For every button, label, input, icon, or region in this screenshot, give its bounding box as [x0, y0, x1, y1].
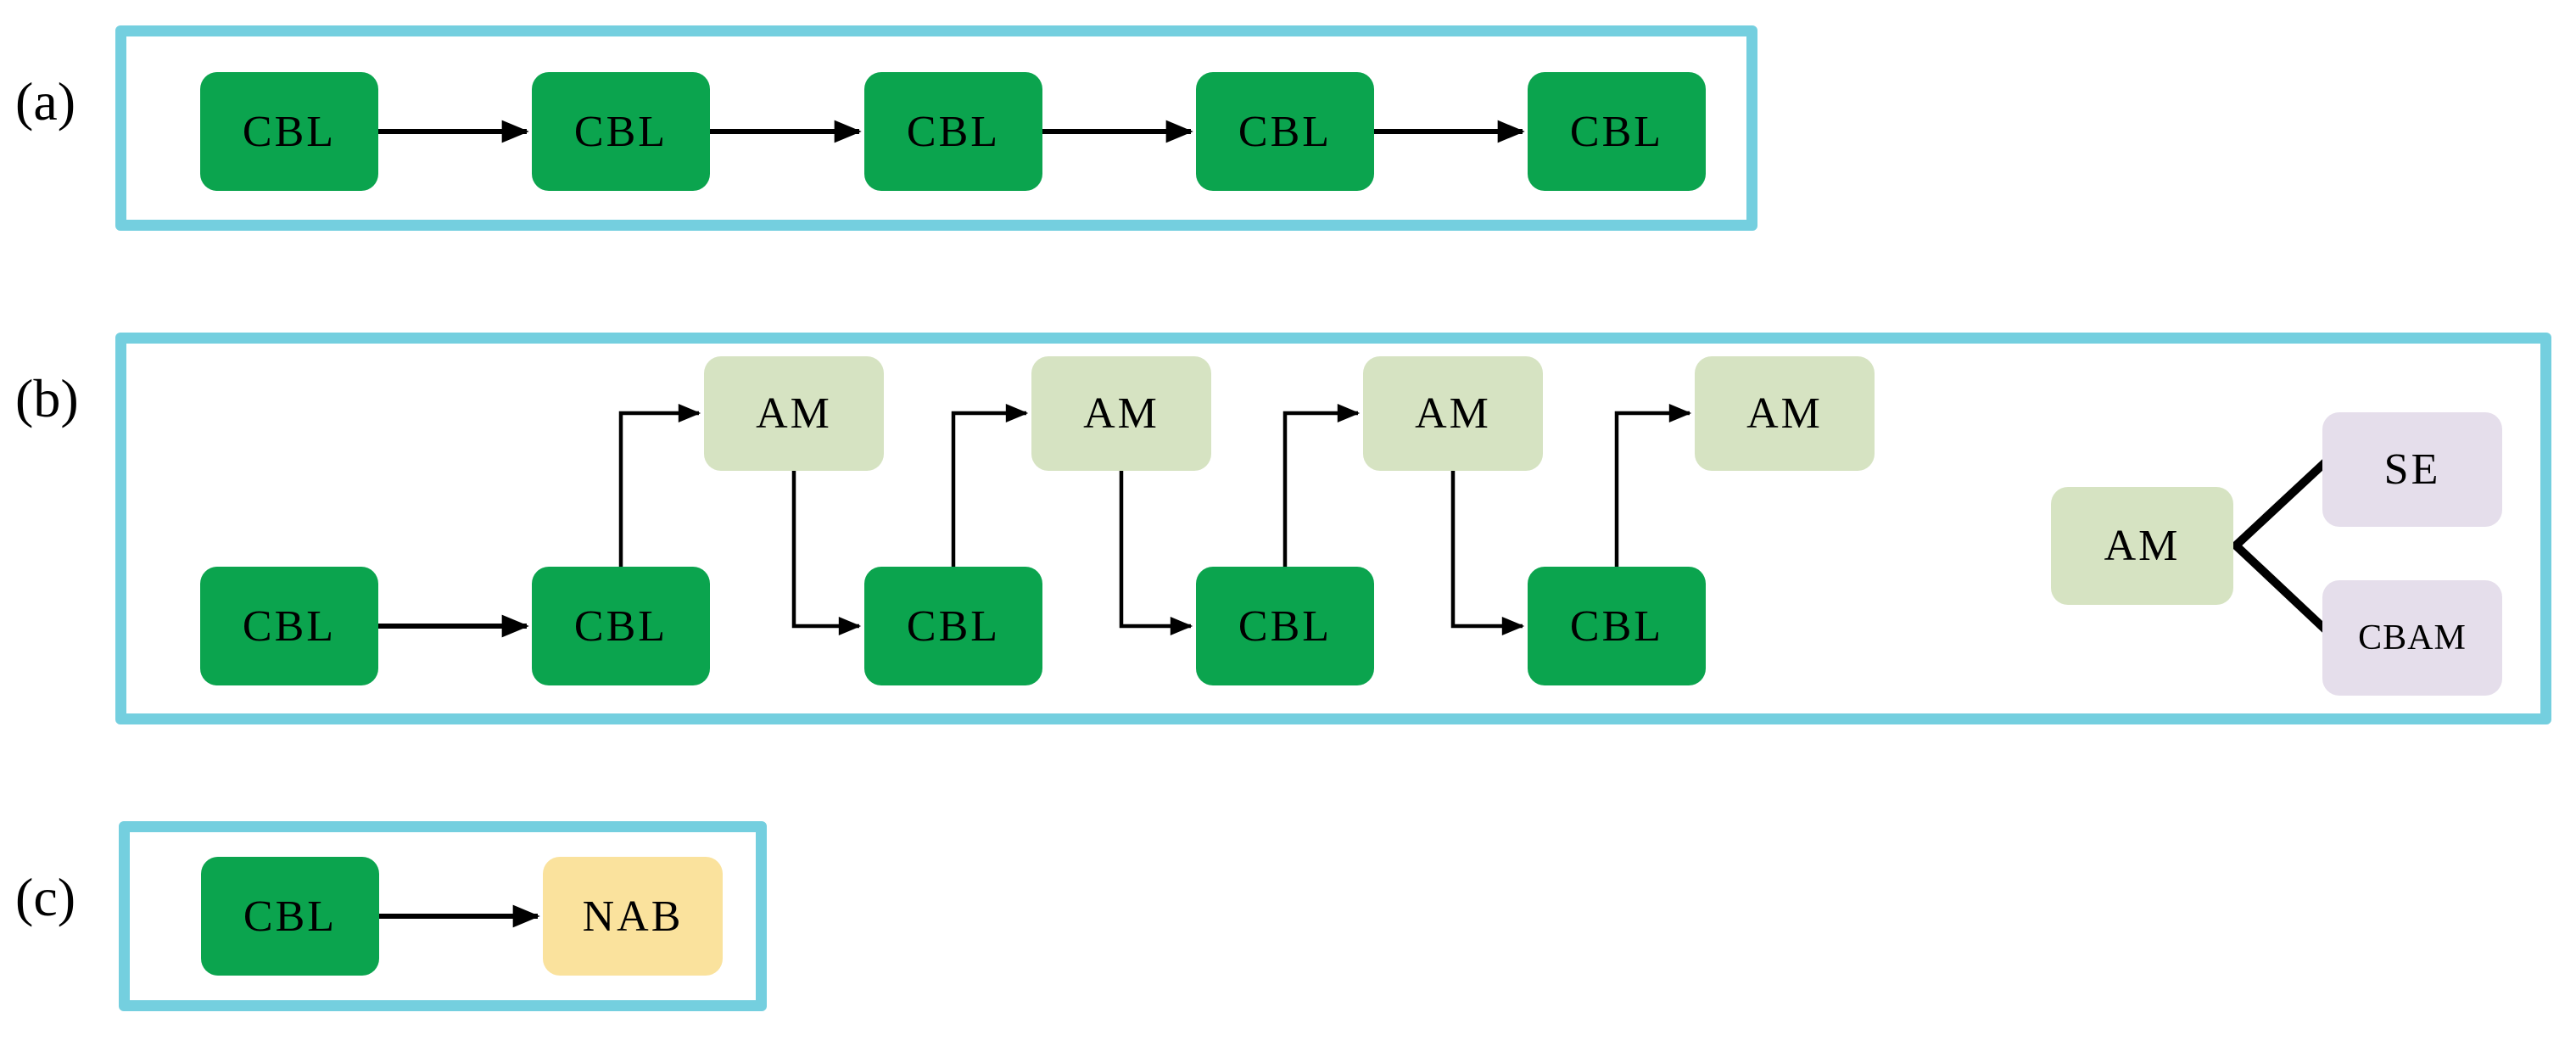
panel-b-am-box-2: AM	[1031, 356, 1211, 471]
legend-am-box: AM	[2051, 487, 2233, 605]
panel-a-cbl-box-3: CBL	[864, 72, 1042, 191]
panel-a-cbl-box-4: CBL	[1196, 72, 1374, 191]
panel-c-cbl-box: CBL	[201, 857, 379, 976]
panel-b-cbl-box-5: CBL	[1528, 567, 1706, 685]
panel-b-cbl-box-3: CBL	[864, 567, 1042, 685]
panel-b-frame	[115, 333, 2551, 724]
panel-b-am-box-4: AM	[1695, 356, 1875, 471]
panel-a-cbl-box-2: CBL	[532, 72, 710, 191]
panel-c-frame	[119, 821, 767, 1011]
legend-cbam-box: CBAM	[2322, 580, 2502, 696]
panel-b-label: (b)	[15, 368, 79, 428]
panel-c-label: (c)	[15, 867, 76, 927]
panel-a-frame	[115, 25, 1757, 231]
panel-b-cbl-box-4: CBL	[1196, 567, 1374, 685]
legend-se-box: SE	[2322, 412, 2502, 527]
panel-b-cbl-box-2: CBL	[532, 567, 710, 685]
panel-a-label: (a)	[15, 71, 76, 131]
panel-a-cbl-box-5: CBL	[1528, 72, 1706, 191]
panel-c-nab-box: NAB	[543, 857, 723, 976]
panel-b-am-box-3: AM	[1363, 356, 1543, 471]
panel-a-cbl-box-1: CBL	[200, 72, 378, 191]
panel-b-am-box-1: AM	[704, 356, 884, 471]
panel-b-cbl-box-1: CBL	[200, 567, 378, 685]
